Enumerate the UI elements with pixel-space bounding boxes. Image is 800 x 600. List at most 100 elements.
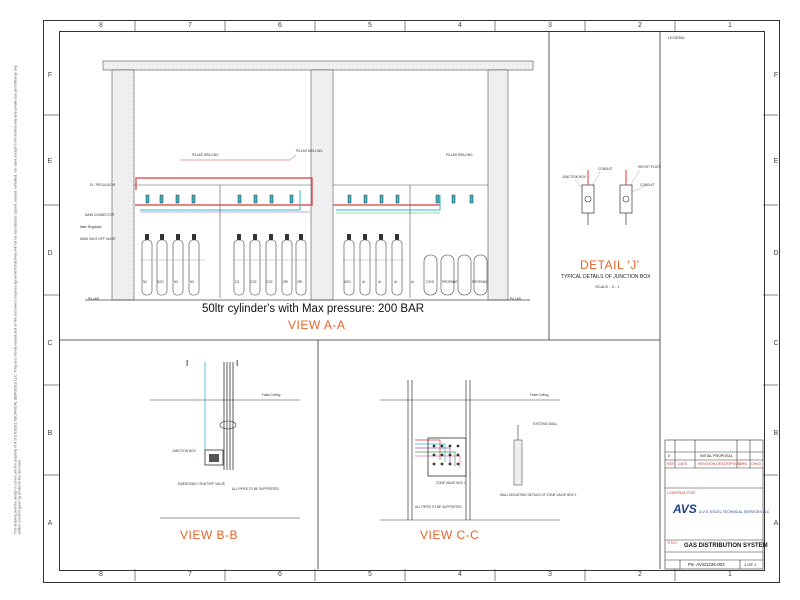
col-label: 4 <box>458 571 462 578</box>
svg-text:WALL MOUNTING DETAILS OF ZONE: WALL MOUNTING DETAILS OF ZONE VALVE BOX … <box>500 493 577 497</box>
cylinder-bank <box>141 239 488 296</box>
svg-text:MAIN CONNECTOR: MAIN CONNECTOR <box>85 213 115 217</box>
drn-header: DRN <box>739 462 747 466</box>
rev-header: REV <box>667 462 675 466</box>
svg-text:EL. REGULATOR: EL. REGULATOR <box>90 183 116 187</box>
svg-text:HEIGHT PLATE: HEIGHT PLATE <box>638 165 661 169</box>
avs-logo-text: AVS <box>673 502 697 516</box>
col-label: 7 <box>188 571 192 578</box>
desc-header: REVISION DESCRIPTION <box>698 462 741 466</box>
svg-text:N2O: N2O <box>344 280 351 284</box>
svg-text:CO2: CO2 <box>266 280 273 284</box>
view-aa-caption: 50ltr cylinder's with Max pressure: 200 … <box>202 303 425 315</box>
svg-text:CONDUIT: CONDUIT <box>640 183 655 187</box>
row-label: C <box>773 340 779 347</box>
svg-text:PROPANE: PROPANE <box>442 280 457 284</box>
svg-text:Ar: Ar <box>362 280 366 284</box>
row-label: C <box>47 340 53 347</box>
svg-text:ZRI: ZRI <box>283 280 288 284</box>
svg-text:ALL PIPES TO BE SUPPORTED: ALL PIPES TO BE SUPPORTED <box>415 505 463 509</box>
drawing-number: PS- AVS/1225-003 <box>688 562 725 567</box>
col-label: 8 <box>99 571 103 578</box>
row-label: F <box>773 72 779 79</box>
svg-text:Ar: Ar <box>394 280 398 284</box>
col-label: 6 <box>278 571 282 578</box>
row-label: B <box>47 430 53 437</box>
detail-j-scale: SCALE - 4 : 1 <box>595 284 620 289</box>
detail-j-title: DETAIL 'J' <box>580 258 640 272</box>
svg-text:ZONE VALVE BOX 1: ZONE VALVE BOX 1 <box>436 481 466 485</box>
view-bb-title: VIEW B-B <box>180 528 239 542</box>
view-aa-title: VIEW A-A <box>288 318 346 332</box>
svg-text:N2O: N2O <box>157 280 164 284</box>
svg-text:ZRI: ZRI <box>297 280 302 284</box>
col-label: 5 <box>368 571 372 578</box>
svg-text:CONDUIT: CONDUIT <box>598 167 613 171</box>
col-label: 2 <box>638 22 642 29</box>
col-label: 3 <box>548 571 552 578</box>
svg-text:Main Regulator: Main Regulator <box>80 225 103 229</box>
col-label: 7 <box>188 22 192 29</box>
row-label: E <box>773 158 779 165</box>
view-cc-drawing: False Ceiling EXISTING WALL ZONE VALVE B… <box>380 380 577 521</box>
svg-text:N2: N2 <box>174 280 178 284</box>
contractor-label: CONTRACTOR <box>667 490 696 495</box>
svg-text:JUNCTION BOX: JUNCTION BOX <box>172 449 197 453</box>
col-label: 6 <box>278 22 282 29</box>
detail-j-drawing: JUNCTION BOX CONDUIT HEIGHT PLATE CONDUI… <box>562 165 661 225</box>
svg-text:Ar: Ar <box>411 280 415 284</box>
rev-number: 0 <box>668 454 670 458</box>
cylinder-tags: N2 N2O N2 N2 O2 CO2 CO2 ZRI ZRI N2O Ar A… <box>143 280 487 284</box>
svg-text:PILLAR: PILLAR <box>510 297 522 301</box>
row-label: D <box>47 250 53 257</box>
view-aa-drawing: EL. REGULATOR MAIN CONNECTOR Main Regula… <box>80 60 534 301</box>
svg-text:False Ceiling: False Ceiling <box>530 393 549 397</box>
svg-text:MAIN SHUT-OFF VALVE: MAIN SHUT-OFF VALVE <box>80 237 115 241</box>
drawing-frame <box>59 31 765 571</box>
row-label: D <box>773 250 779 257</box>
drawing-title-label: TITLE: <box>667 541 678 545</box>
legend-header: LEGEND: <box>668 35 686 40</box>
company-name: A.V.S. EXCEL TECHNICAL SERVICES LLC <box>699 510 770 514</box>
detail-j-subtitle: TYPICAL DETAILS OF JUNCTION BOX <box>561 274 651 280</box>
col-label: 1 <box>728 571 732 578</box>
row-label: A <box>773 520 779 527</box>
svg-text:False Ceiling: False Ceiling <box>262 393 281 397</box>
row-label: E <box>47 158 53 165</box>
svg-text:EMERGENCY SHUTOFF VALVE: EMERGENCY SHUTOFF VALVE <box>178 482 225 486</box>
svg-text:JUNCTION BOX: JUNCTION BOX <box>562 175 587 179</box>
row-label: B <box>773 430 779 437</box>
sheet-number: 1 OF 1 <box>744 562 757 567</box>
regulator-drops <box>145 194 474 204</box>
svg-text:I: I <box>236 359 238 368</box>
svg-text:PILLAR: PILLAR <box>88 297 100 301</box>
view-bb-drawing: False Ceiling I I ALL PIPES TO BE SUPPOR… <box>150 359 300 519</box>
svg-text:N2: N2 <box>190 280 194 284</box>
col-label: 2 <box>638 571 642 578</box>
col-label: 1 <box>728 22 732 29</box>
row-label: A <box>47 520 53 527</box>
svg-text:C2H2: C2H2 <box>426 280 434 284</box>
svg-text:N2: N2 <box>143 280 147 284</box>
outer-border <box>43 20 780 583</box>
rev-description: INITIAL PROPOSAL <box>700 454 733 458</box>
svg-text:I: I <box>186 359 188 368</box>
svg-text:CO2: CO2 <box>250 280 257 284</box>
row-label: F <box>47 72 53 79</box>
col-label: 8 <box>99 22 103 29</box>
date-header: DATE <box>678 462 688 466</box>
title-block-grid <box>664 439 764 570</box>
col-label: 5 <box>368 22 372 29</box>
drawing-title: GAS DISTRIBUTION SYSTEM <box>684 543 768 549</box>
company-logo: AVS <box>673 500 697 516</box>
svg-text:PROPANE: PROPANE <box>472 280 487 284</box>
svg-text:Ar: Ar <box>378 280 382 284</box>
svg-text:PILLAR DRILLING: PILLAR DRILLING <box>192 153 219 157</box>
svg-text:PILLAR DRILLING: PILLAR DRILLING <box>446 153 473 157</box>
col-label: 4 <box>458 22 462 29</box>
svg-text:EXISTING WALL: EXISTING WALL <box>533 422 558 426</box>
svg-text:ALL PIPES TO BE SUPPORTED: ALL PIPES TO BE SUPPORTED <box>232 487 280 491</box>
chk-header: CHKD <box>751 462 762 466</box>
svg-text:PILLAR DRILLING: PILLAR DRILLING <box>296 149 323 153</box>
